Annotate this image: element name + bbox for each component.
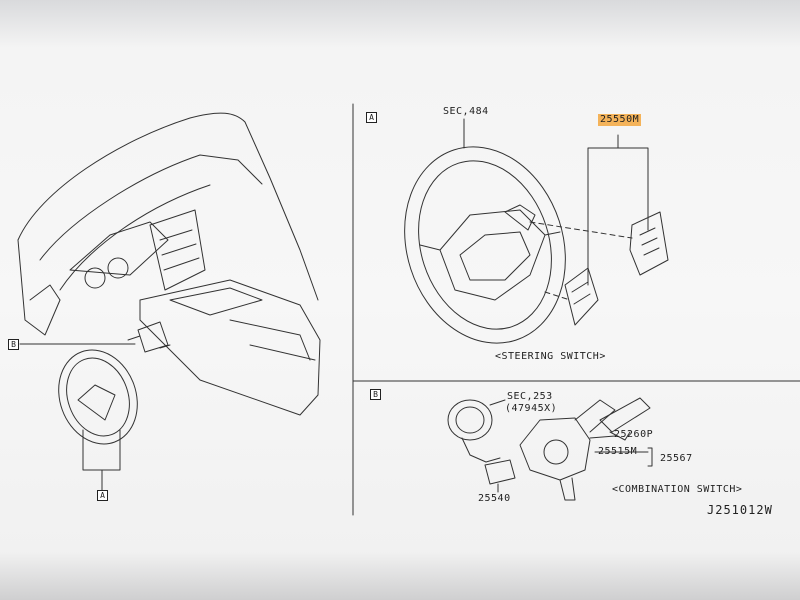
steering-switch-caption: <STEERING SWITCH> [495,351,606,362]
part-sec253-label: SEC,253 [507,391,553,402]
bracket-25550m [587,134,649,286]
dashboard-illustration [17,112,321,491]
part-25550m-label: 25550M [598,114,642,126]
part-25540-label: 25540 [478,493,511,504]
diagram-reference-code: J251012W [707,503,773,517]
part-sec484-label: SEC,484 [443,106,489,117]
section-b-marker: B [370,389,381,400]
steering-switch-right [629,211,669,276]
combination-switch-caption: <COMBINATION SWITCH> [612,484,743,495]
callout-b-marker: B [8,339,19,350]
steering-wheel-illustration [404,118,566,344]
part-47945x-label: (47945X) [505,403,558,414]
small-steering-wheel [58,349,138,445]
spiral-cable-illustration [447,399,506,463]
callout-a-marker: A [97,490,108,501]
part-25260p-label: 25260P [614,429,654,440]
combination-switch-illustration [484,397,653,501]
switch-dashed-leaders [529,221,633,301]
section-a-marker: A [366,112,377,123]
steering-switch-left [564,267,599,326]
part-25515m-label: 25515M [598,446,638,457]
part-25567-label: 25567 [660,453,693,464]
